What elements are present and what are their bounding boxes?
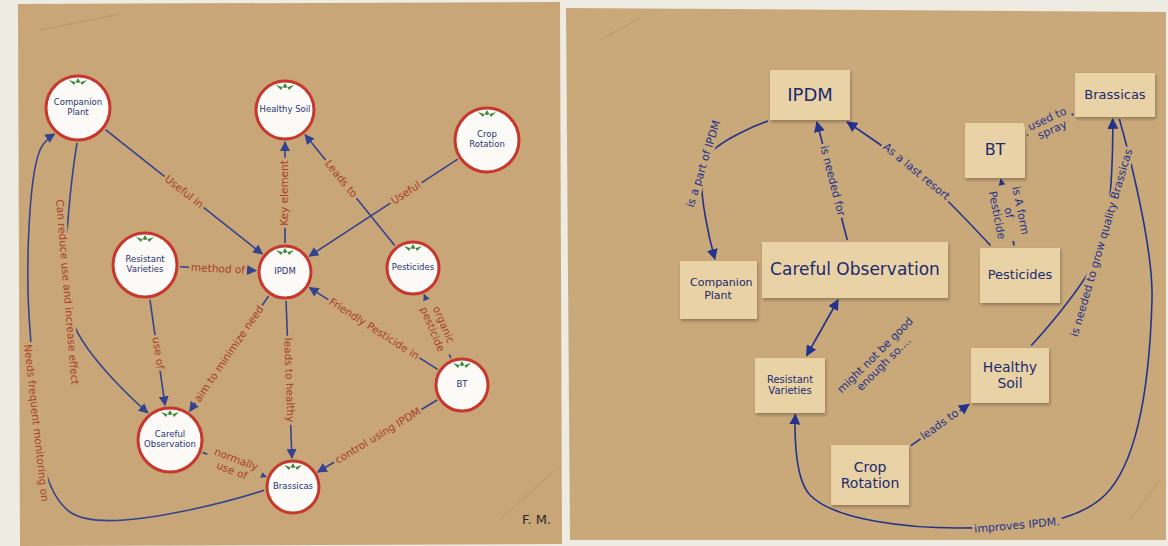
sticky-note: Pesticides	[980, 248, 1060, 303]
tomato-leaves	[276, 248, 294, 255]
sticker-circle	[113, 233, 177, 297]
node-text-block: Healthy Soil	[978, 359, 1042, 391]
node-text-block: Companion Plant	[51, 98, 105, 118]
connector-arrow	[150, 300, 165, 406]
node-label: Careful Observation	[770, 260, 940, 280]
node-label: IPDM	[274, 267, 296, 277]
tomato-leaves	[276, 83, 294, 90]
edge-label: method of	[189, 261, 248, 275]
sticker-node: BT	[434, 357, 490, 413]
sticky-note: Crop Rotation	[831, 445, 909, 505]
connector-group	[28, 114, 1152, 528]
node-text-block: IPDM	[274, 267, 296, 277]
sticker-circle	[455, 108, 519, 172]
connector-arrow	[817, 122, 847, 240]
tomato-leaves	[478, 110, 496, 117]
node-text-block: Careful Observation	[143, 430, 197, 450]
sticker-circle	[387, 242, 439, 294]
node-label: IPDM	[787, 85, 833, 106]
sticker-node: Companion Plant	[44, 74, 112, 142]
node-label: BT	[456, 380, 467, 390]
node-text-block: Pesticides	[988, 268, 1053, 283]
sticky-note: IPDM	[770, 70, 850, 120]
tomato-leaves	[453, 361, 471, 368]
sticker-circle	[436, 359, 488, 411]
left-paper-sheet	[18, 2, 562, 546]
sticker-node: Pesticides	[385, 240, 441, 296]
connector-arrow	[309, 288, 437, 370]
node-text-block: Pesticides	[392, 263, 434, 273]
tomato-leaves	[161, 410, 179, 417]
connector-arrow	[911, 404, 969, 445]
node-text-block: Crop Rotation	[460, 130, 514, 150]
node-label: Careful Observation	[143, 430, 197, 450]
node-text-block: BT	[456, 380, 467, 390]
node-text-block: BT	[985, 141, 1006, 159]
sticky-note: BT	[965, 123, 1025, 178]
node-label: Companion Plant	[690, 277, 746, 302]
paper-crease	[40, 14, 1160, 520]
sticker-node: IPDM	[257, 244, 313, 300]
node-text-block: Resistant Varieties	[118, 255, 172, 275]
sticker-node: Brassicas	[265, 459, 321, 515]
node-text-block: Careful Observation	[770, 260, 940, 280]
node-label: Healthy Soil	[978, 359, 1042, 391]
node-text-block: Brassicas	[273, 482, 313, 492]
node-text-block: Healthy Soil	[260, 105, 311, 115]
author-initials: F. M.	[522, 512, 551, 527]
edge-label: leads to healthy	[282, 335, 297, 424]
node-text-block: IPDM	[787, 85, 833, 106]
sticker-node: Resistant Varieties	[111, 231, 179, 299]
node-label: Brassicas	[273, 482, 313, 492]
node-text-block: Crop Rotation	[838, 459, 902, 491]
sticker-circle	[259, 246, 311, 298]
node-label: Crop Rotation	[460, 130, 514, 150]
node-label: Crop Rotation	[838, 459, 902, 491]
node-label: Brassicas	[1084, 88, 1145, 103]
node-text-block: Brassicas	[1084, 88, 1145, 103]
node-label: Resistant Varieties	[762, 374, 818, 397]
sticker-circle	[46, 76, 110, 140]
connector-arrow	[190, 296, 269, 411]
sticky-note: Resistant Varieties	[755, 358, 825, 413]
node-label: Resistant Varieties	[118, 255, 172, 275]
sticker-node: Healthy Soil	[254, 79, 316, 141]
sticky-note: Healthy Soil	[971, 348, 1049, 403]
tomato-leaves	[284, 463, 302, 470]
node-label: Pesticides	[988, 268, 1053, 283]
node-label: Healthy Soil	[260, 105, 311, 115]
sticker-node: Careful Observation	[136, 406, 204, 474]
sticky-note: Brassicas	[1075, 73, 1155, 117]
connector-arrow	[318, 400, 437, 472]
edge-label: Key element	[279, 158, 291, 228]
tomato-leaves	[136, 235, 154, 242]
connector-arrow	[807, 300, 838, 356]
sticker-node: Crop Rotation	[453, 106, 521, 174]
sticky-note: Careful Observation	[762, 242, 948, 298]
right-paper-sheet	[566, 8, 1166, 540]
sticky-note: Companion Plant	[680, 261, 757, 319]
connector-arrow	[795, 119, 1152, 528]
sticker-circle	[267, 461, 319, 513]
node-text-block: Resistant Varieties	[762, 374, 818, 397]
node-label: Companion Plant	[51, 98, 105, 118]
connector-arrow	[105, 130, 262, 254]
tomato-leaves	[404, 244, 422, 251]
node-label: BT	[985, 141, 1006, 159]
sticker-circle	[256, 81, 314, 139]
node-label: Pesticides	[392, 263, 434, 273]
tomato-leaves	[69, 78, 87, 85]
node-text-block: Companion Plant	[690, 277, 746, 302]
sticker-circle	[138, 408, 202, 472]
